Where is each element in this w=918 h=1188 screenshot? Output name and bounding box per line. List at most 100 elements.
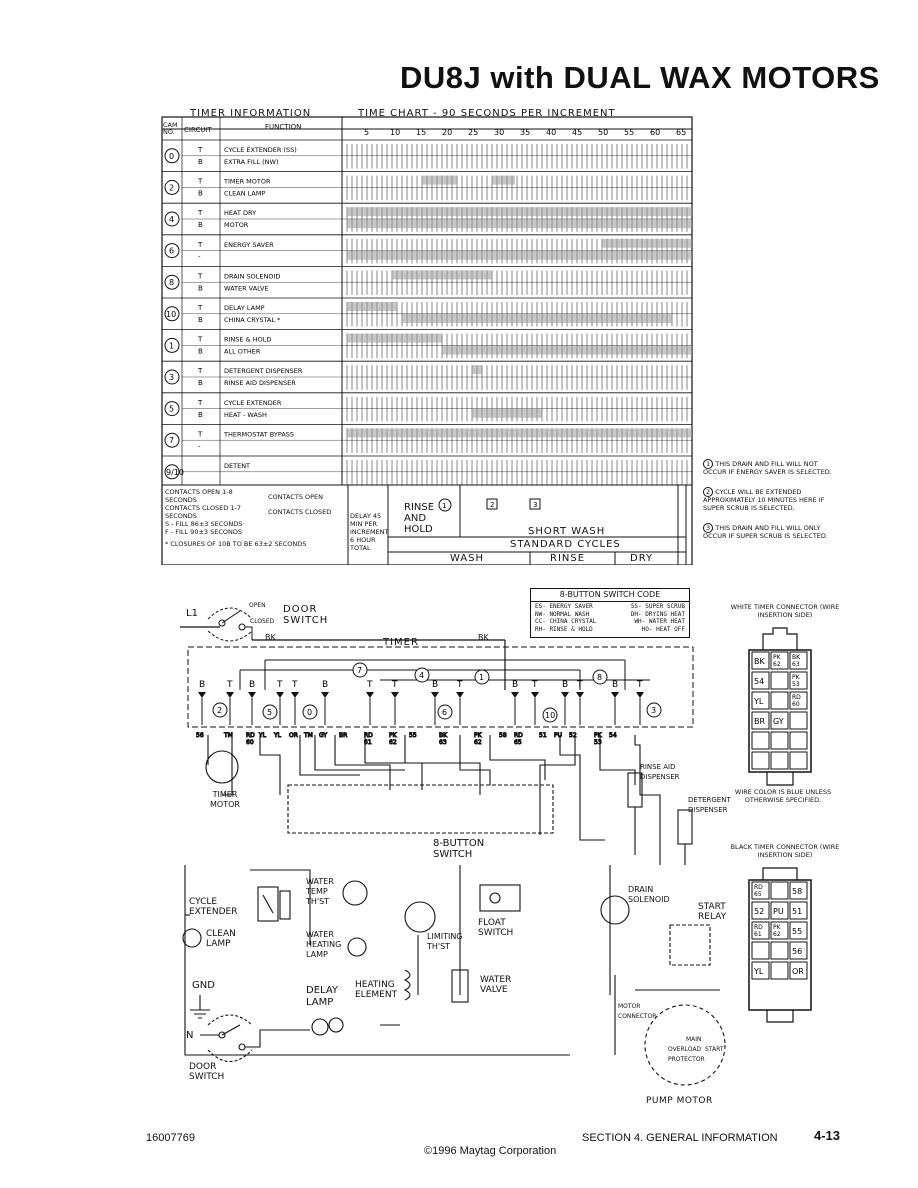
cam-circle-number: 10 (545, 711, 555, 720)
wire-label: YL (273, 732, 282, 739)
main-label: MAIN (686, 1036, 702, 1043)
cam-contact-label: T (391, 680, 398, 690)
circuit-code: B (198, 190, 203, 198)
cam-circle (212, 702, 228, 718)
connector-label: BK (754, 657, 765, 666)
connector-cell (770, 731, 789, 750)
connector-label: BR (754, 717, 765, 726)
connector-cell (789, 961, 808, 980)
connector-label: 60 (792, 701, 800, 708)
connector-label: 63 (792, 661, 800, 668)
circuit-code: B (198, 411, 203, 419)
cam-contact-label: T (366, 680, 373, 690)
circuit-code: B (198, 316, 203, 324)
connector-cell (789, 881, 808, 900)
delay-lamp-label: DELAY LAMP (306, 985, 338, 1008)
cam-circle (592, 669, 608, 685)
connector-label: 58 (792, 887, 802, 896)
water-temp-label: WATER TEMP TH'ST (306, 877, 334, 906)
cam-contact-label: T (531, 680, 538, 690)
connector-label: BK (792, 654, 801, 661)
cam-number-circle (164, 148, 180, 164)
legend-closed-1-7: CONTACTS CLOSED 1-7 SECONDS (165, 504, 241, 520)
wire-label: OR (289, 732, 298, 739)
doc-number: 16007769 (146, 1132, 195, 1144)
cam-contact (366, 692, 374, 698)
connector-cell (751, 961, 770, 980)
cam-number-circle (164, 401, 180, 417)
svg-text:3: 3 (533, 501, 537, 509)
circuit-code: B (198, 348, 203, 356)
function-name: RINSE AID DISPENSER (224, 379, 296, 387)
hatched-segment (442, 345, 692, 355)
wire-label: PK (474, 732, 483, 739)
cam-circle (352, 662, 368, 678)
function-name: ENERGY SAVER (224, 241, 274, 249)
hatched-segment (347, 207, 692, 217)
cam-contact-label: B (612, 680, 618, 690)
pump-motor-label: PUMP MOTOR (646, 1096, 713, 1106)
circuit-code: B (198, 379, 203, 387)
door-closed-label: CLOSED (250, 618, 275, 625)
wire-label: 58 (499, 732, 507, 739)
connector-cell (770, 941, 789, 960)
heating-element-label: HEATING ELEMENT (355, 980, 398, 1000)
connector-cell (751, 751, 770, 770)
wire-label: 63 (439, 739, 447, 746)
short-wash-label: SHORT WASH (528, 526, 606, 537)
timer-info-heading: TIMER INFORMATION (190, 108, 312, 119)
wire-label: 61 (364, 739, 372, 746)
connector-label: GY (773, 717, 784, 726)
wire-label: 54 (609, 732, 617, 739)
cam-circle-number: 8 (597, 673, 602, 682)
cam-contact (576, 692, 584, 698)
cam-contact (321, 692, 329, 698)
cam-contact-label: T (226, 680, 233, 690)
legend-contacts-open: CONTACTS OPEN (268, 493, 324, 501)
door-switch-top-label: DOOR SWITCH (283, 604, 329, 626)
connector-label: 62 (773, 931, 781, 938)
cam-contact-label: B (512, 680, 518, 690)
function-name: ALL OTHER (224, 348, 261, 356)
connector-cell (751, 881, 770, 900)
function-name: HEAT - WASH (224, 411, 267, 419)
white-connector-title: WHITE TIMER CONNECTOR (WIRE INSERTION SI… (730, 603, 840, 619)
tick-label: 65 (676, 128, 686, 137)
cam-circle (414, 667, 430, 683)
page-title: DU8J with DUAL WAX MOTORS (400, 60, 880, 95)
cam-number: 6 (169, 247, 174, 256)
connector-cell (751, 651, 770, 670)
n-label: N (186, 1030, 194, 1041)
connector-cell (751, 731, 770, 750)
function-name: HEAT DRY (224, 209, 256, 217)
door-switch-bottom-label: DOOR SWITCH (189, 1062, 225, 1082)
tick-label: 20 (442, 128, 452, 137)
cam-number-circle (164, 369, 180, 385)
wire-label: 52 (569, 732, 577, 739)
cam-contact (198, 692, 206, 698)
hatched-segment (492, 175, 515, 185)
circuit-code: B (198, 284, 203, 292)
circuit-code: T (197, 272, 203, 280)
function-name: DELAY LAMP (224, 304, 265, 312)
wire-label: BR (339, 732, 347, 739)
page-number: 4-13 (814, 1128, 841, 1143)
rinse-aid-label: RINSE AID DISPENSER (640, 763, 680, 781)
float-switch-label: FLOAT SWITCH (478, 918, 514, 938)
connector-label: RD (754, 924, 763, 931)
function-name: TIMER MOTOR (223, 178, 271, 186)
cam-contact-label: B (322, 680, 328, 690)
connector-label: RD (792, 694, 801, 701)
tick-label: 10 (390, 128, 400, 137)
wire-label: 55 (409, 732, 417, 739)
start-relay-label: START RELAY (698, 902, 727, 922)
rinse-hold-label: RINSE AND HOLD (404, 502, 435, 535)
connector-cell (789, 691, 808, 710)
wire-label: PK (594, 732, 603, 739)
switch-code-title: 8-BUTTON SWITCH CODE (531, 589, 689, 602)
